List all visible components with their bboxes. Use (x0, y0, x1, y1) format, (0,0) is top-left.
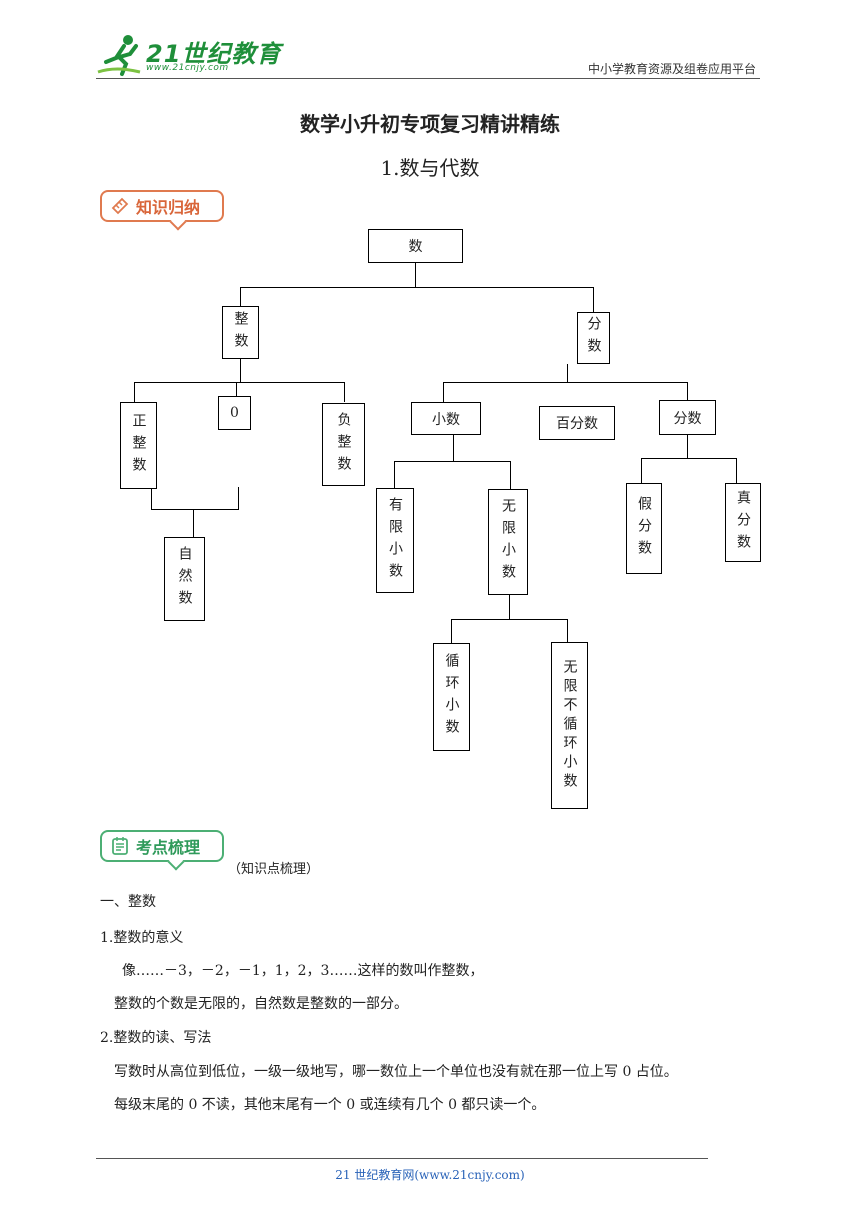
connector (240, 287, 593, 288)
paragraph: 写数时从高位到低位，一级一级地写，哪一数位上一个单位也没有就在那一位上写 0 占… (114, 1064, 678, 1080)
connector (567, 619, 568, 642)
logo-url: www.21cnjy.com (146, 63, 229, 73)
node-fraction-category: 分数 (577, 312, 610, 364)
node-percent: 百分数 (539, 406, 615, 440)
points-badge: 考点梳理 (100, 830, 224, 862)
header-divider (96, 78, 760, 79)
node-finite-decimal: 有限小数 (376, 488, 414, 593)
footer-text[interactable]: 21 世纪教育网(www.21cnjy.com) (335, 1168, 525, 1182)
connector (236, 382, 237, 396)
node-improper-fraction: 假分数 (626, 483, 662, 574)
logo (96, 32, 266, 80)
item-heading: 1.整数的意义 (100, 930, 184, 946)
connector (240, 359, 241, 382)
paragraph: 整数的个数是无限的，自然数是整数的一部分。 (114, 996, 408, 1012)
node-decimal: 小数 (411, 402, 481, 435)
notepad-icon (112, 837, 128, 855)
node-infinite-decimal: 无限小数 (488, 489, 528, 595)
connector (151, 489, 152, 509)
connector (736, 458, 737, 483)
node-integer: 整数 (222, 306, 259, 359)
page-subtitle: 1.数与代数 (380, 156, 480, 180)
footer-divider (96, 1158, 708, 1159)
node-number: 数 (368, 229, 463, 263)
knowledge-badge-label: 知识归纳 (136, 198, 201, 217)
connector (240, 287, 241, 306)
connector (443, 382, 688, 383)
connector (451, 619, 568, 620)
connector (415, 263, 416, 287)
paragraph: 每级末尾的 0 不读，其他末尾有一个 0 或连续有几个 0 都只读一个。 (114, 1097, 546, 1113)
connector (510, 461, 511, 489)
node-proper-fraction: 真分数 (725, 483, 761, 562)
node-positive-integer: 正整数 (120, 402, 157, 489)
connector (238, 487, 239, 509)
connector (134, 382, 135, 402)
page-title: 数学小升初专项复习精讲精练 (300, 112, 560, 136)
connector (394, 461, 511, 462)
node-recurring-decimal: 循环小数 (433, 643, 470, 751)
connector (134, 382, 345, 383)
platform-name: 中小学教育资源及组卷应用平台 (587, 62, 756, 76)
connector (344, 382, 345, 402)
pencil-ruler-icon (111, 197, 129, 215)
node-fraction: 分数 (659, 400, 716, 435)
knowledge-badge: 知识归纳 (100, 190, 224, 222)
connector (193, 509, 194, 537)
connector (451, 619, 452, 643)
node-natural-number: 自然数 (164, 537, 205, 621)
section-heading: 一、整数 (100, 894, 156, 910)
item-heading: 2.整数的读、写法 (100, 1030, 212, 1046)
paragraph: 像……－3，－2，－1，1，2，3……这样的数叫作整数， (122, 963, 484, 979)
connector (641, 458, 737, 459)
connector (641, 458, 642, 483)
connector (687, 435, 688, 458)
connector (453, 435, 454, 461)
node-zero: 0 (218, 396, 251, 430)
runner-logo-icon (97, 35, 141, 76)
node-nonrecurring-decimal: 无限不循环小数 (551, 642, 588, 809)
connector (394, 461, 395, 488)
connector (687, 382, 688, 400)
connector (443, 382, 444, 402)
logo-text: 21世纪教育 (146, 40, 282, 68)
points-note: （知识点梳理） (228, 862, 320, 877)
node-negative-integer: 负整数 (322, 403, 365, 486)
connector (567, 364, 568, 382)
connector (509, 595, 510, 619)
points-badge-label: 考点梳理 (136, 838, 201, 857)
connector (593, 287, 594, 312)
connector (151, 509, 239, 510)
